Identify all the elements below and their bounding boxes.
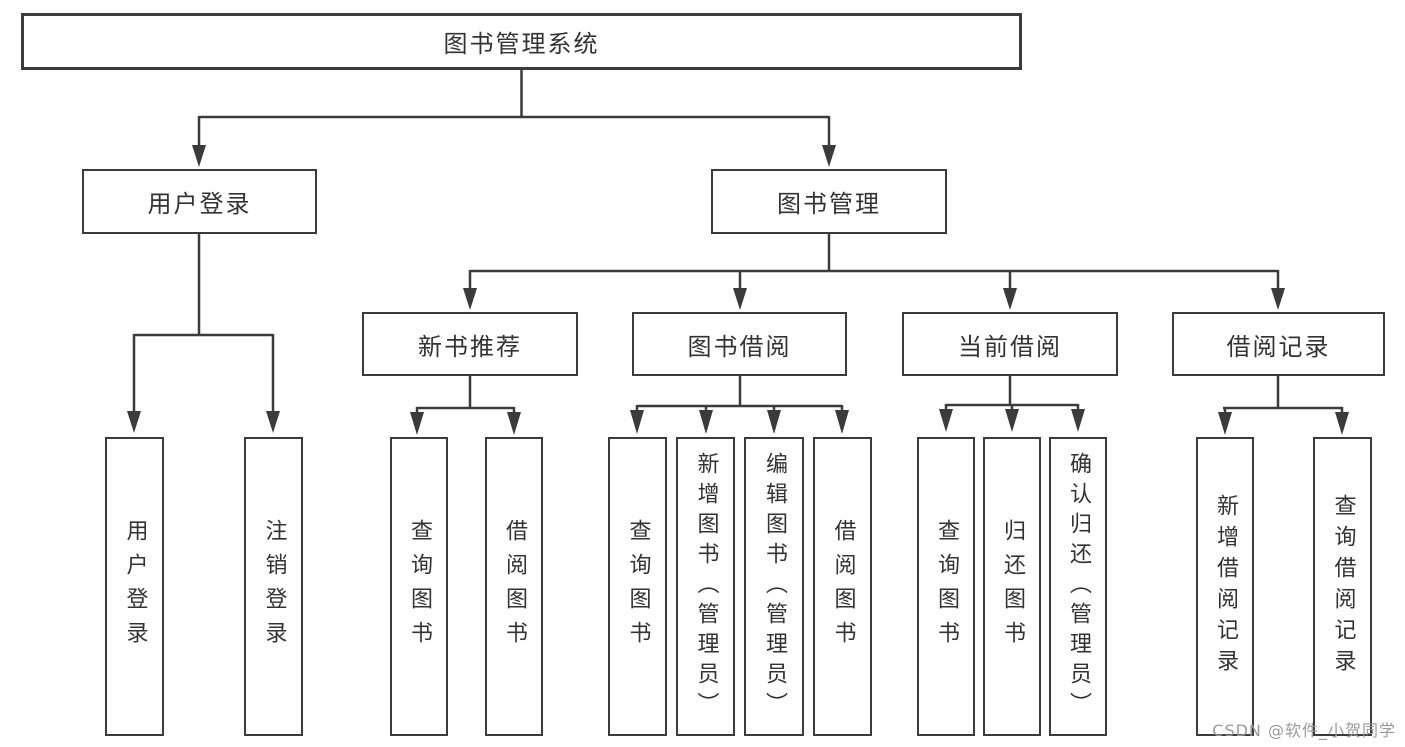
leaf-user-login: 用户登录 (105, 437, 164, 736)
arrowhead (630, 410, 644, 434)
leaf-query-borrow-record: 查询借阅记录 (1313, 437, 1372, 736)
leaf-label: 归还图书 (1000, 518, 1025, 655)
leaf-label: 查询图书 (625, 518, 651, 655)
leaf-add-books-admin: 新增图书（管理员） (676, 437, 735, 736)
leaf-query-books-recommend: 查询图书 (390, 437, 448, 736)
arrowhead (939, 409, 953, 432)
arrowhead (1005, 409, 1019, 432)
arrowhead (835, 410, 849, 434)
arrowhead (266, 411, 280, 433)
leaf-query-books-borrow: 查询图书 (608, 437, 667, 736)
arrowhead (1271, 288, 1285, 310)
node-book-borrow: 图书借阅 (632, 312, 847, 376)
arrowhead (733, 288, 747, 310)
leaf-label: 查询图书 (407, 518, 432, 655)
leaf-label: 新增借阅记录 (1213, 493, 1238, 680)
node-new-book-recommend: 新书推荐 (362, 312, 578, 376)
leaf-add-borrow-record: 新增借阅记录 (1196, 437, 1254, 736)
arrowhead (127, 411, 141, 433)
leaf-borrow-books: 借阅图书 (813, 437, 872, 736)
leaf-label: 用户登录 (122, 518, 148, 655)
arrowhead (1071, 409, 1085, 432)
leaf-edit-books-admin: 编辑图书（管理员） (744, 437, 804, 736)
leaf-borrow-books-recommend: 借阅图书 (485, 437, 543, 736)
node-root: 图书管理系统 (21, 13, 1022, 70)
node-borrow-records: 借阅记录 (1172, 312, 1385, 376)
node-current-borrow: 当前借阅 (902, 312, 1118, 376)
leaf-logout: 注销登录 (244, 437, 303, 736)
arrowhead (1003, 288, 1017, 310)
arrowhead (1218, 412, 1232, 435)
leaf-label: 编辑图书（管理员） (762, 451, 787, 722)
arrowhead (463, 288, 477, 310)
leaf-query-books-current: 查询图书 (917, 437, 975, 736)
arrowhead (767, 410, 781, 434)
leaf-return-books: 归还图书 (983, 437, 1041, 736)
leaf-confirm-return-admin: 确认归还（管理员） (1049, 437, 1107, 736)
csdn-watermark: CSDN @软件_小贺同学 (1212, 721, 1396, 740)
arrowhead (507, 412, 521, 435)
leaf-label: 查询图书 (934, 518, 959, 655)
arrowhead (822, 145, 836, 167)
leaf-label: 借阅图书 (502, 518, 527, 655)
arrowhead (1335, 412, 1349, 435)
leaf-label: 确认归还（管理员） (1066, 451, 1091, 722)
arrowhead (410, 412, 424, 435)
leaf-label: 注销登录 (261, 518, 287, 655)
arrowhead (192, 145, 206, 167)
leaf-label: 新增图书（管理员） (693, 451, 719, 722)
leaf-label: 借阅图书 (830, 518, 856, 655)
arrowhead (699, 410, 713, 434)
node-book-management: 图书管理 (711, 169, 947, 234)
leaf-label: 查询借阅记录 (1330, 493, 1356, 680)
node-user-login: 用户登录 (82, 169, 317, 234)
